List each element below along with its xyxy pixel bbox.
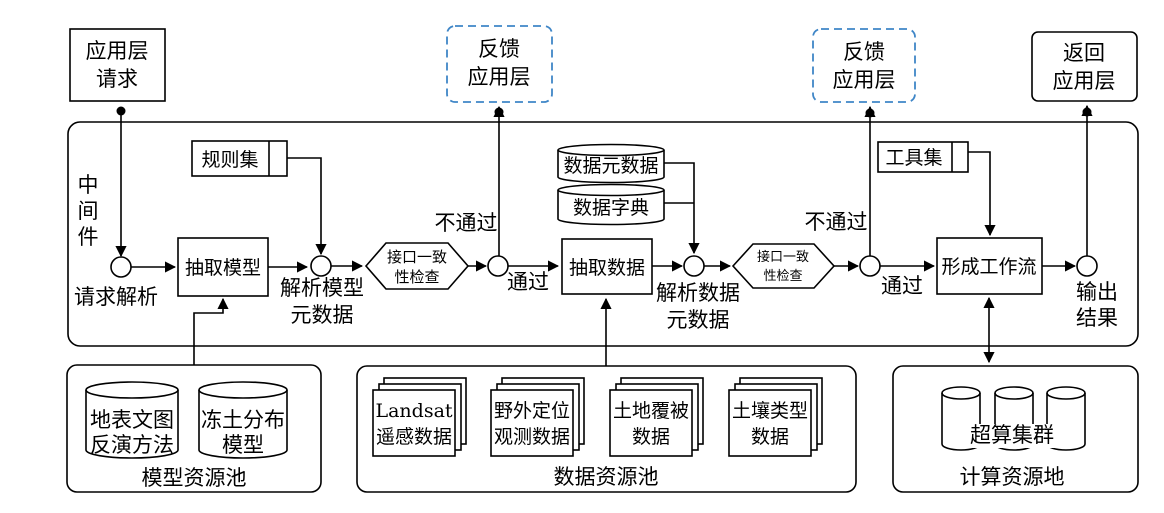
output-line1: 输出 [1076,280,1118,304]
model-db-1-line2: 反演方法 [90,433,174,457]
return-arrow-dot [1082,107,1092,117]
data-resource-pool: Landsat 遥感数据 野外定位 观测数据 土地覆被 数据 土壤类型 数据 数… [356,365,857,493]
model-db-2: 冻土分布 模型 [198,381,288,459]
extract-model-box: 抽取模型 [177,237,269,297]
data-doc-field-observation: 野外定位 观测数据 [490,377,585,457]
cluster-label: 超算集群 [970,423,1054,447]
output-node [1076,255,1098,277]
data-pool-title: 数据资源池 [554,465,659,489]
app-request-box: 应用层 请求 [69,28,166,102]
feedback2-arrow-dot [865,108,875,118]
feedback2-line2: 应用层 [833,68,896,92]
feedback2-line1: 反馈 [843,40,885,64]
soil-line2: 数据 [751,426,789,448]
model-resource-pool: 地表文图 反演方法 冻土分布 模型 模型资源池 [66,364,322,493]
fail1-label: 不通过 [435,211,498,235]
landcover-line2: 数据 [632,426,670,448]
middleware-label-2: 间 [78,199,99,223]
fail2-label: 不通过 [805,210,868,234]
data-doc-landsat: Landsat 遥感数据 [372,377,467,457]
data-metadata-db: 数据元数据 [557,143,665,184]
return-app-line1: 返回 [1063,41,1105,65]
data-metadata-label: 数据元数据 [563,155,658,177]
compute-resource-pool: 超算集群 计算资源地 [892,365,1139,493]
landsat-line1: Landsat [375,400,452,422]
parse-data-node [683,255,705,277]
request-parse-node [110,256,132,278]
parse-model-line2: 元数据 [291,303,354,327]
check1-line1: 接口一致 [387,248,447,266]
middleware-label-1: 中 [78,173,99,197]
feedback-app-box-1: 反馈 应用层 [446,25,553,103]
rule-set-label: 规则集 [201,149,258,171]
model-db-1: 地表文图 反演方法 [85,381,179,459]
extract-data-box: 抽取数据 [561,238,653,295]
extract-data-label: 抽取数据 [569,257,645,279]
parse-model-line1: 解析模型 [280,276,364,300]
soil-line1: 土壤类型 [732,400,808,422]
field-line1: 野外定位 [494,400,570,422]
pass2-label: 通过 [881,274,923,298]
feedback1-arrow-dot [494,107,504,117]
parse-model-node [310,255,332,277]
model-db-2-line2: 模型 [222,433,264,457]
check2-line1: 接口一致 [757,249,809,265]
pass1-label: 通过 [507,270,549,294]
metadata-arrow [664,162,700,255]
request-parse-label: 请求解析 [74,285,158,309]
rule-set-arrow [287,157,327,256]
request-arrow-dot [116,106,126,116]
tool-set-label: 工具集 [885,147,942,169]
cluster-cylinders: 超算集群 [941,386,1086,451]
interface-check-2: 接口一致 性检查 [731,243,836,289]
form-workflow-box: 形成工作流 [936,237,1043,295]
model-pool-title: 模型资源池 [142,466,247,490]
middleware-label-3: 件 [78,225,99,249]
tool-set-arrow [968,151,996,237]
decision-node-1 [487,255,509,277]
check2-line2: 性检查 [763,269,802,284]
extract-model-label: 抽取模型 [185,257,261,279]
parse-data-line2: 元数据 [667,308,730,332]
app-request-line2: 请求 [96,67,138,91]
check1-line2: 性检查 [394,268,439,286]
decision-node-2 [859,255,881,277]
data-dictionary-label: 数据字典 [573,197,649,219]
form-workflow-label: 形成工作流 [941,256,1036,278]
data-doc-soil-type: 土壤类型 数据 [728,377,823,457]
app-request-line1: 应用层 [86,39,149,63]
field-line2: 观测数据 [494,426,570,448]
feedback-app-box-2: 反馈 应用层 [812,28,916,103]
interface-check-1: 接口一致 性检查 [364,242,470,290]
data-dictionary-db: 数据字典 [557,183,665,226]
model-db-2-line1: 冻土分布 [201,408,285,432]
return-app-box: 返回 应用层 [1031,31,1138,102]
data-doc-land-cover: 土地覆被 数据 [609,377,704,457]
output-line2: 结果 [1076,306,1118,330]
landsat-line2: 遥感数据 [376,426,452,448]
rule-set-box: 规则集 [191,140,288,177]
feedback1-line2: 应用层 [468,65,531,89]
feedback1-line1: 反馈 [478,37,520,61]
compute-pool-title: 计算资源地 [960,465,1065,489]
landcover-line1: 土地覆被 [613,400,689,422]
tool-set-box: 工具集 [877,141,969,173]
parse-data-line1: 解析数据 [656,281,740,305]
return-app-line2: 应用层 [1053,69,1116,93]
model-pool-arrow [193,297,229,365]
model-db-1-line1: 地表文图 [90,408,174,432]
